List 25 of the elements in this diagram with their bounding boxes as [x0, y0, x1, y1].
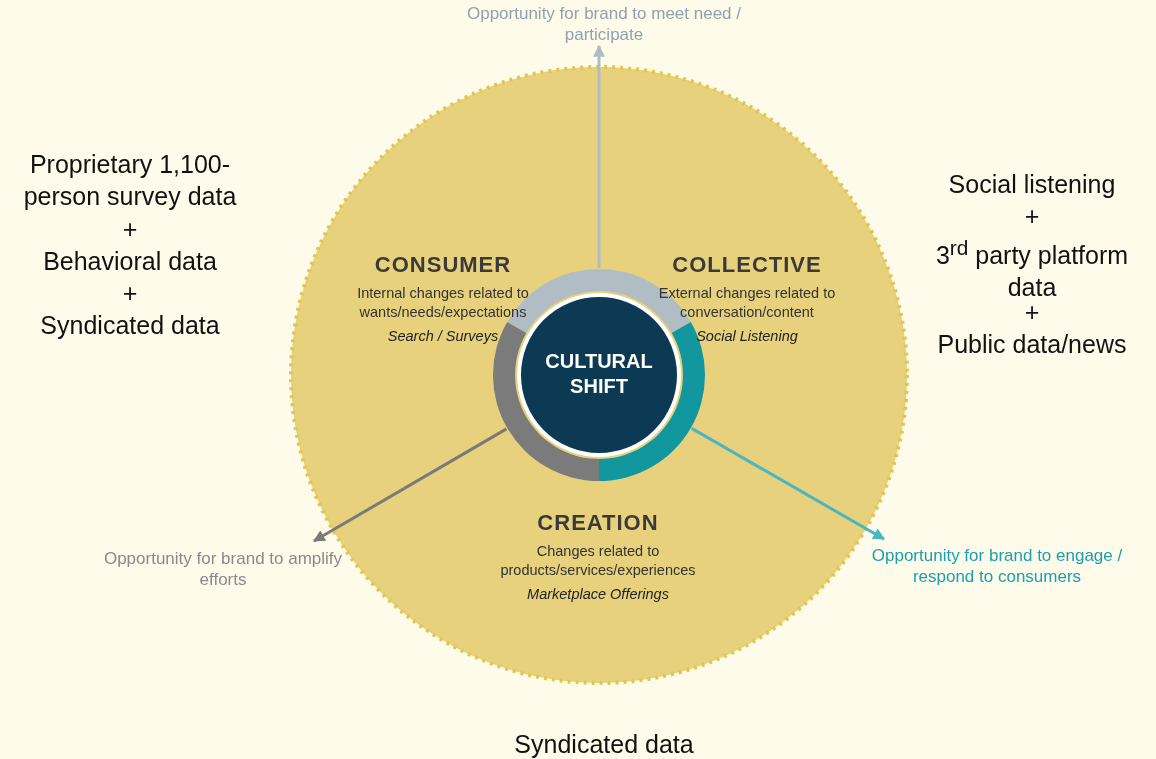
plus-sign: + [1023, 201, 1041, 232]
data-source-text: Social listening [947, 169, 1117, 200]
arrow [690, 427, 886, 541]
section-heading: COLLECTIVE [671, 252, 823, 278]
source-text: Marketplace Offerings [526, 586, 670, 602]
section-heading: CONSUMER [373, 252, 513, 278]
opportunity-label: Opportunity for brand to amplify efforts [98, 548, 348, 590]
data-source-text: Syndicated data [39, 310, 221, 341]
plus-sign: + [121, 278, 139, 309]
opportunity-label: Opportunity for brand to engage / respond to consumers [870, 545, 1124, 608]
data-source-text: Syndicated data [513, 729, 695, 759]
plus-sign: + [121, 214, 139, 245]
description-text: External changes related to conversation/content [657, 284, 837, 322]
description-text: Internal changes related to wants/needs/expectations [356, 284, 530, 322]
source-text: Search / Surveys [386, 328, 500, 344]
section-heading: CREATION [536, 510, 660, 536]
center-label: CULTURAL SHIFT [544, 349, 654, 399]
source-text: Social Listening [695, 328, 799, 344]
data-source-text: Public data/news [936, 329, 1128, 360]
opportunity-label: Opportunity for brand to meet need / participate [454, 3, 754, 45]
arrow [593, 44, 605, 268]
arrow [312, 427, 508, 543]
description-text: Changes related to products/services/experiences [499, 542, 697, 580]
data-source-text: Behavioral data [42, 246, 218, 277]
data-source-text: Proprietary 1,100-person survey data [22, 149, 238, 212]
